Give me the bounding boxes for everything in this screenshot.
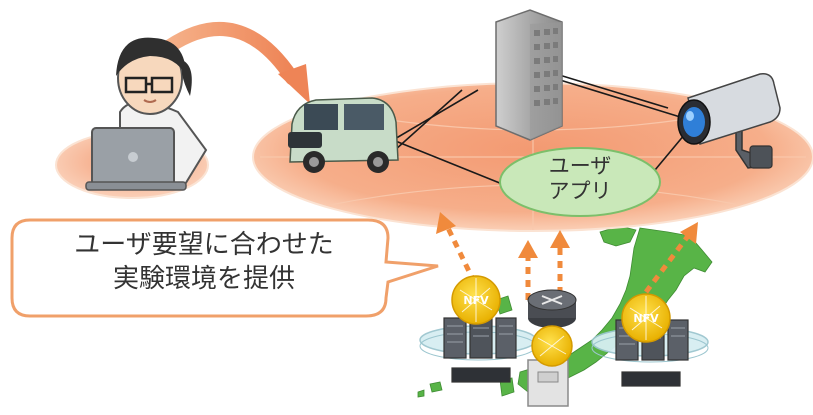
- router-icon: [527, 289, 577, 328]
- user-laptop-icon: [85, 37, 208, 191]
- app-bubble: [499, 147, 661, 217]
- app-label-line-2: アプリ: [548, 179, 612, 203]
- app-bubble-label: ユーザ アプリ: [505, 154, 655, 204]
- curved-arrow: [163, 21, 310, 104]
- callout-line-1: ユーザ要望に合わせた: [74, 230, 334, 260]
- arrow-heads: [436, 212, 698, 258]
- nfv-label-2: NFV: [633, 312, 659, 325]
- nfv-node-icon: NFV NFV: [451, 275, 671, 367]
- central-server-icon: [527, 359, 569, 407]
- callout-box: [10, 218, 439, 318]
- car-icon: [288, 97, 399, 173]
- server-tower-icon: [495, 9, 563, 141]
- callout-text: ユーザ要望に合わせた 実験環境を提供: [18, 228, 390, 296]
- app-label-line-1: ユーザ: [548, 154, 612, 178]
- camera-icon: [677, 72, 781, 169]
- callout-line-2: 実験環境を提供: [112, 264, 295, 294]
- dashed-arrows: [445, 226, 690, 300]
- nfv-label-1: NFV: [463, 294, 489, 307]
